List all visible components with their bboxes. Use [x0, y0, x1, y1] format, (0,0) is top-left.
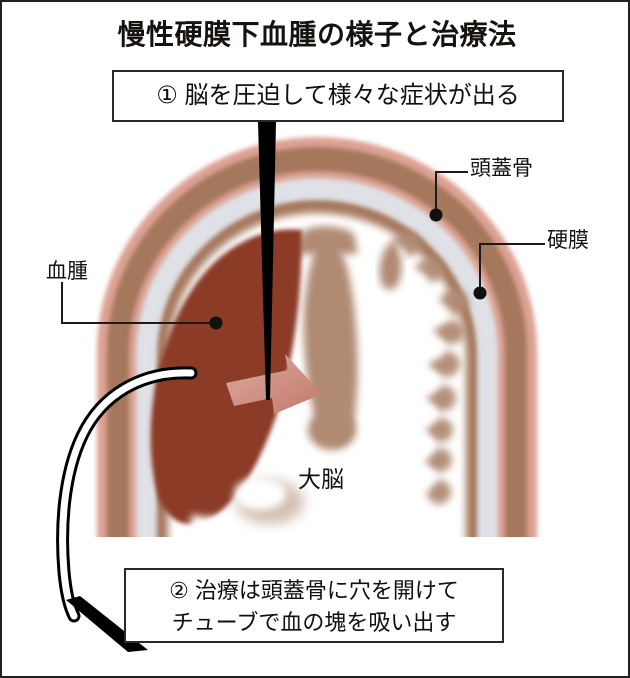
head-layers [97, 137, 537, 537]
label-cerebrum: 大脳 [298, 466, 344, 492]
label-dura: 硬膜 [547, 229, 589, 252]
callout-box-2-line2: チューブで血の塊を吸い出す [171, 610, 457, 635]
fissure-top-flare [298, 226, 358, 254]
callout1-pointer [258, 122, 276, 400]
leader-dot-hematoma [209, 316, 223, 330]
callout-box-2: ② 治療は頭蓋骨に穴を開けて チューブで血の塊を吸い出す [124, 568, 504, 643]
compression-arrow [226, 354, 322, 414]
label-skull: 頭蓋骨 [470, 157, 533, 180]
leader-skull [435, 171, 468, 215]
leader-hematoma [61, 282, 216, 324]
callout-box-2-line1: ② 治療は頭蓋骨に穴を開けて [169, 578, 459, 603]
leader-dot-dura [473, 286, 487, 300]
page-title: 慢性硬膜下血腫の様子と治療法 [117, 19, 517, 50]
basal-highlight [234, 478, 286, 510]
gyri-right [393, 232, 468, 504]
right-paramedian-sulcus [379, 240, 402, 290]
midline-bulb [308, 410, 356, 450]
leader-dots [209, 208, 487, 330]
leader-dura [479, 243, 545, 293]
label-hematoma: 血腫 [46, 260, 88, 283]
leader-dot-skull [429, 208, 443, 222]
suction-tube-lumen [59, 369, 195, 620]
callout-box-1: ① 脳を圧迫して様々な症状が出る [112, 70, 564, 122]
leader-lines [61, 171, 545, 324]
